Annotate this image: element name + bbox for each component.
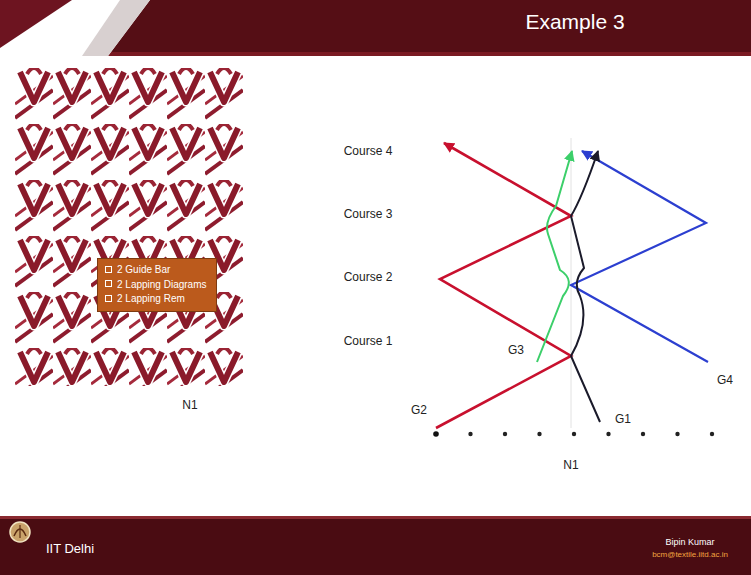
course-label: Course 2 <box>344 271 393 285</box>
needle-guide-line <box>571 138 572 428</box>
logo-disc <box>10 522 30 542</box>
needle-dot <box>710 432 714 436</box>
institute-logo <box>10 522 30 542</box>
corner-stripe <box>82 0 150 56</box>
warp-knit-fabric <box>15 68 243 386</box>
guide-bar-label: G2 <box>411 404 427 418</box>
guide-bar-label: G3 <box>508 344 524 358</box>
guide-bar-lapping-line <box>571 151 708 362</box>
bullet-square <box>105 266 112 273</box>
author-email: bcm@textile.iitd.ac.in <box>652 550 728 559</box>
bullet-row: 2 Lapping Diagrams <box>105 278 207 293</box>
needle-dot <box>641 432 645 436</box>
bullet-text: 2 Lapping Diagrams <box>117 279 207 290</box>
needle-label: N1 <box>563 459 578 473</box>
needle-dots <box>433 431 714 437</box>
course-label: Course 1 <box>344 335 393 349</box>
title-bar <box>0 0 751 56</box>
needle-dot <box>572 432 576 436</box>
bullet-row: 2 Guide Bar <box>105 263 207 278</box>
footer-bar <box>0 518 751 575</box>
institute-name: IIT Delhi <box>46 542 94 557</box>
guide-bar-label: G1 <box>615 413 631 427</box>
guide-bar-lapping-line <box>436 143 571 428</box>
needle-dot <box>468 432 472 436</box>
needle-dot <box>537 432 541 436</box>
needle-dot <box>503 432 507 436</box>
bullet-square <box>105 295 112 302</box>
bullet-row: 2 Lapping Rem <box>105 292 207 307</box>
needle-dot <box>433 431 439 437</box>
needle-dot <box>606 432 610 436</box>
author-name: Bipin Kumar <box>665 537 714 547</box>
corner-wedge <box>0 0 150 56</box>
bullet-text: 2 Guide Bar <box>117 264 170 275</box>
bullet-square <box>105 280 112 287</box>
slide-title: Example 3 <box>525 10 624 34</box>
guide-bar-label: G4 <box>717 374 733 388</box>
course-label: Course 3 <box>344 208 393 222</box>
guide-bar-lapping-line <box>571 151 600 422</box>
footer-bar-edge <box>0 516 751 519</box>
bullet-text: 2 Lapping Rem <box>117 293 185 304</box>
needle-label: N1 <box>182 399 197 413</box>
corner-triangle <box>0 0 72 48</box>
needle-dot <box>675 432 679 436</box>
logo-emblem <box>19 525 20 538</box>
title-bar-edge <box>0 52 751 56</box>
course-label: Course 4 <box>344 145 393 159</box>
guide-bar-lapping-line <box>537 151 572 362</box>
bullet-list-box: 2 Guide Bar 2 Lapping Diagrams 2 Lapping R… <box>97 258 217 312</box>
